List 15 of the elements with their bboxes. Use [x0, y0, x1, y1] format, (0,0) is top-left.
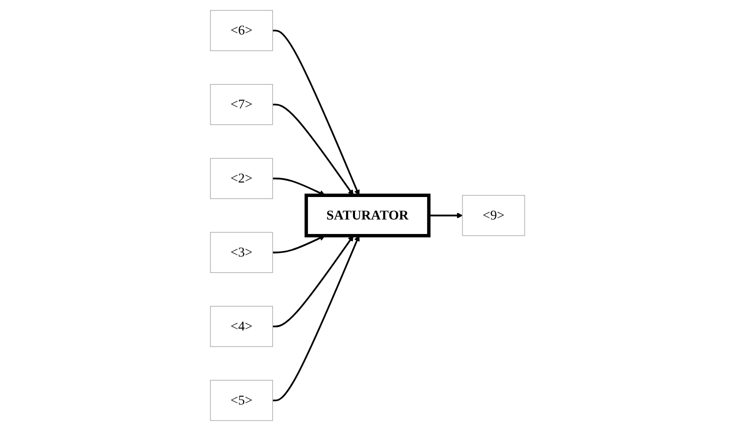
- arrow: [273, 104, 354, 196]
- node-box: <7>: [210, 84, 274, 126]
- node-box: <9>: [462, 194, 526, 236]
- arrow: [429, 212, 464, 218]
- node-box: <6>: [210, 10, 274, 52]
- arrow: [273, 235, 354, 328]
- node-box: <2>: [210, 158, 274, 200]
- node-box: <5>: [210, 380, 274, 421]
- node-box: <3>: [210, 232, 274, 273]
- arrow: [273, 235, 360, 402]
- node-box: SATURATOR: [305, 194, 431, 238]
- arrow: [273, 235, 326, 254]
- arrow: [273, 178, 326, 196]
- arrow: [273, 30, 360, 196]
- node-box: <4>: [210, 306, 274, 347]
